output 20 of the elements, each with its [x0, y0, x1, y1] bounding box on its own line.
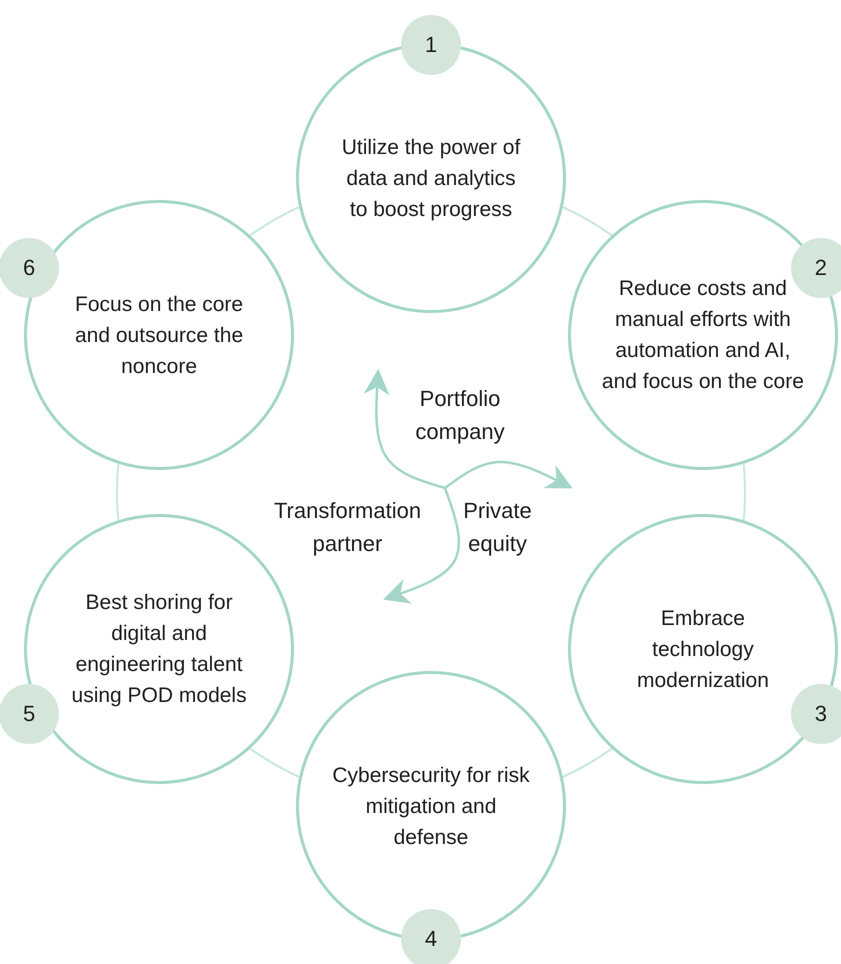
step-text: Utilize the power of data and analytics to boost progress [340, 134, 522, 222]
step-number-badge: 6 [0, 238, 60, 298]
center-label: Private equity [462, 497, 533, 558]
step-text: Best shoring for digital and engineering talent using POD models [70, 590, 248, 709]
center-label: Portfolio company [414, 385, 506, 446]
connector-arc [562, 206, 612, 236]
step-text: Embrace technology modernization [636, 606, 770, 694]
connector-arc [742, 464, 746, 520]
step-number-badge: 4 [401, 909, 461, 964]
step-text: Cybersecurity for risk mitigation and defense [331, 762, 531, 850]
step-text: Focus on the core and outsource the noncore [74, 292, 244, 380]
step-number-badge: 1 [401, 15, 461, 75]
step-number-badge: 3 [790, 684, 841, 744]
connector-arc [250, 206, 300, 236]
step-number-badge: 5 [0, 684, 60, 744]
center-label: Transformation partner [272, 497, 422, 558]
step-number-badge: 2 [790, 238, 841, 298]
connector-arc [116, 464, 120, 520]
connector-arc [562, 748, 612, 778]
connector-arc [250, 748, 300, 778]
